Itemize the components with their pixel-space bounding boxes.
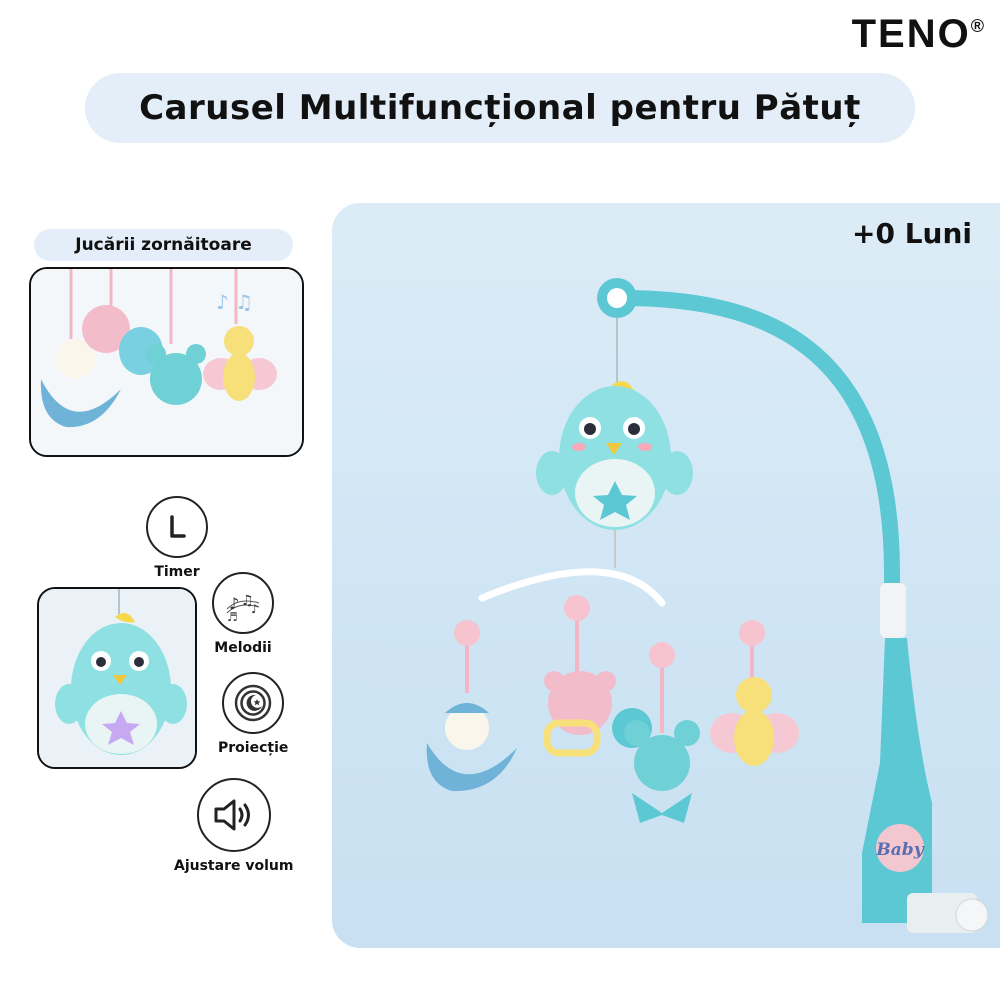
brand-logo: TENO® — [852, 12, 986, 57]
feature-melodies: ♪ ♫ ♪ ♬ Melodii — [212, 572, 274, 656]
bird-music-box — [536, 381, 693, 530]
music-notes-icon: ♪ ♫ — [216, 290, 253, 314]
title-banner: Carusel Multifuncțional pentru Pătuț — [85, 73, 915, 143]
feature-timer: Timer — [146, 496, 208, 580]
age-badge: +0 Luni — [852, 217, 972, 250]
clock-icon — [146, 496, 208, 558]
moon-toy — [426, 703, 517, 792]
svg-text:♪: ♪ — [229, 594, 239, 613]
hanger-bar — [478, 568, 666, 607]
feature-projection: Proiecție — [218, 672, 288, 756]
page-title: Carusel Multifuncțional pentru Pătuț — [139, 88, 861, 128]
stand-badge — [876, 824, 924, 872]
svg-text:♪: ♪ — [251, 602, 259, 616]
svg-text:♫: ♫ — [241, 593, 254, 609]
mobile-stand — [862, 638, 932, 923]
crib-mobile-illustration: Baby — [426, 278, 989, 933]
arm-joint — [880, 583, 906, 638]
mobile-arm — [614, 290, 900, 601]
feature-label: Timer — [154, 564, 200, 580]
feature-label: Proiecție — [218, 740, 289, 756]
rattle-toys-photo: ♪ ♫ — [29, 267, 304, 457]
music-notes-icon: ♪ ♫ ♪ ♬ — [212, 572, 274, 634]
mouse-toy — [150, 353, 202, 405]
bear-toy — [543, 671, 616, 757]
moon-projection-icon — [222, 672, 285, 734]
feature-label: Melodii — [214, 640, 272, 656]
bear-toy — [82, 305, 130, 353]
rattle-toys-label: Jucării zornăitoare — [34, 229, 293, 261]
mouse-toy — [624, 720, 700, 823]
bird-music-box-photo — [37, 587, 197, 769]
bee-toy — [710, 677, 799, 766]
speaker-icon — [196, 778, 271, 852]
stand-label: Baby — [875, 840, 924, 860]
moon-toy — [40, 379, 121, 428]
feature-label: Ajustare volum — [174, 858, 294, 874]
feature-volume: Ajustare volum — [174, 778, 293, 874]
registered-mark: ® — [970, 16, 986, 36]
clamp-knob — [955, 898, 989, 932]
svg-text:♬: ♬ — [227, 610, 238, 623]
brand-name: TENO — [851, 12, 971, 56]
product-hero-panel: +0 Luni Baby — [332, 203, 1000, 948]
